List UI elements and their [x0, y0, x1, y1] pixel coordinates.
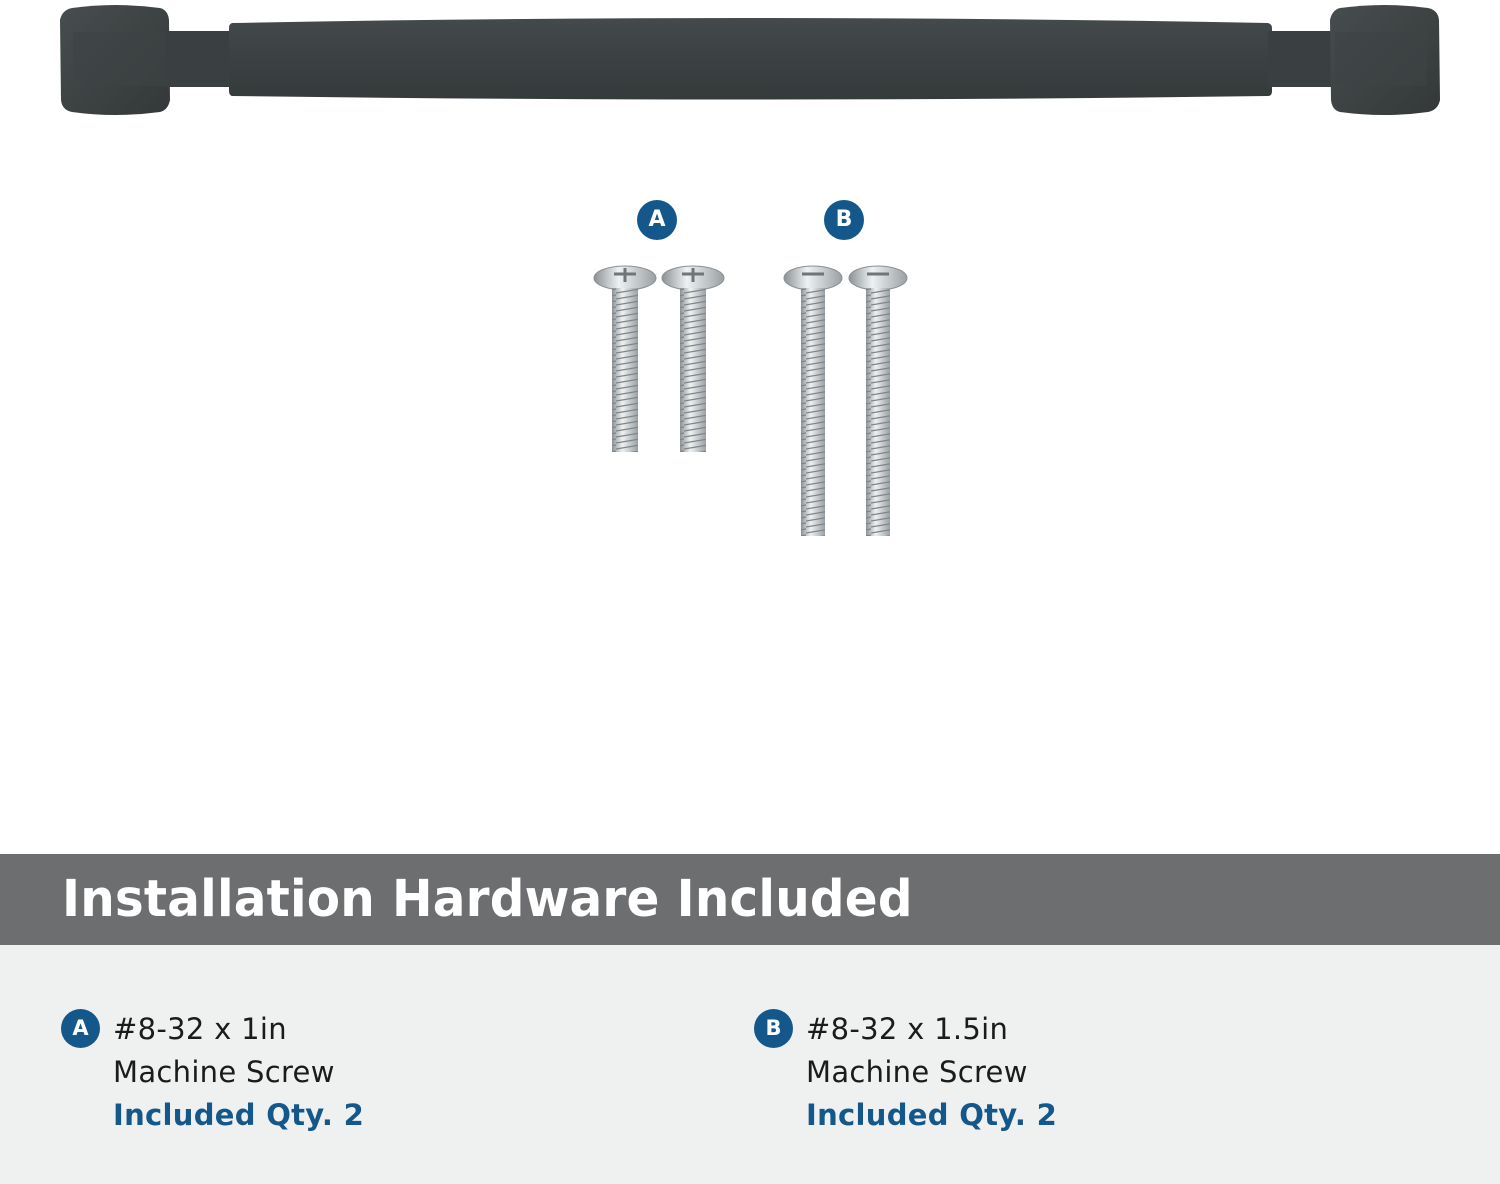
badge-b-icon: B	[754, 1009, 793, 1048]
screw-group-a: A	[590, 198, 730, 468]
hardware-item-text: #8-32 x 1.5in Machine Screw Included Qty…	[806, 1008, 1057, 1137]
section-banner: Installation Hardware Included	[0, 854, 1500, 945]
screw-quantity: Included Qty. 2	[113, 1098, 365, 1132]
screw-icon	[593, 265, 657, 452]
screw-size: #8-32 x 1in	[113, 1012, 287, 1046]
hardware-item-text: #8-32 x 1in Machine Screw Included Qty. …	[113, 1008, 364, 1137]
screw-size: #8-32 x 1.5in	[806, 1012, 1009, 1046]
badge-b-icon: B	[824, 200, 864, 240]
cabinet-pull-handle	[60, 5, 1440, 115]
hardware-info-panel: A #8-32 x 1in Machine Screw Included Qty…	[0, 945, 1500, 1184]
screw-icon	[783, 265, 843, 536]
badge-a-icon: A	[61, 1009, 100, 1048]
screw-type: Machine Screw	[113, 1055, 335, 1089]
screw-quantity: Included Qty. 2	[806, 1098, 1058, 1132]
screw-group-b: B	[780, 198, 920, 543]
badge-a-icon: A	[637, 200, 677, 240]
screw-type: Machine Screw	[806, 1055, 1028, 1089]
banner-title: Installation Hardware Included	[62, 870, 913, 929]
product-image-area: A B	[60, 5, 1440, 543]
screw-icon	[848, 265, 908, 536]
screw-icon	[661, 265, 725, 452]
